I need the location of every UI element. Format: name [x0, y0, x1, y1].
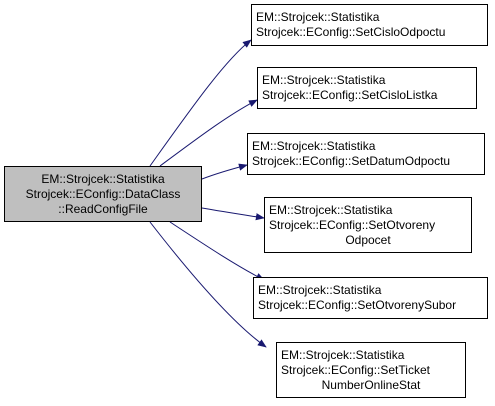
edge-to-set-ticket-number-online-stat	[149, 221, 267, 348]
node-line: Strojcek::EConfig::SetOtvorenySubor	[258, 298, 457, 312]
root-node-line: EM::Strojcek::Statistika	[41, 171, 165, 186]
node-line: EM::Strojcek::Statistika	[258, 283, 382, 297]
node-line: Strojcek::EConfig::SetTicket	[281, 362, 430, 377]
node-line: Strojcek::EConfig::SetDatumOdpoctu	[252, 154, 451, 168]
root-node-read-config-file[interactable]: EM::Strojcek::Statistika Strojcek::EConf…	[4, 166, 202, 222]
node-line: Strojcek::EConfig::SetOtvoreny	[269, 217, 436, 232]
node-line: EM::Strojcek::Statistika	[262, 73, 386, 87]
edge-to-set-cislo-odpoctu	[149, 39, 252, 167]
root-node-line: ::ReadConfigFile	[58, 201, 148, 216]
node-line: Strojcek::EConfig::SetCisloOdpoctu	[256, 25, 446, 39]
node-line: NumberOnlineStat	[321, 377, 421, 392]
node-line: Odpocet	[345, 232, 391, 247]
node-line: EM::Strojcek::Statistika	[281, 347, 405, 362]
node-line: EM::Strojcek::Statistika	[252, 139, 376, 153]
node-set-ticket-number-online-stat[interactable]: EM::Strojcek::Statistika Strojcek::EConf…	[276, 342, 466, 398]
edge-to-set-otvoreny-subor	[169, 221, 265, 281]
node-line: EM::Strojcek::Statistika	[256, 10, 380, 24]
edge-to-set-cislo-listka	[159, 99, 258, 167]
node-line: Strojcek::EConfig::SetCisloListka	[262, 88, 438, 102]
node-set-cislo-odpoctu[interactable]: EM::Strojcek::Statistika Strojcek::EConf…	[251, 4, 488, 46]
node-line: EM::Strojcek::Statistika	[269, 202, 393, 217]
edge-to-set-datum-odpoctu	[201, 163, 248, 180]
node-set-datum-odpoctu[interactable]: EM::Strojcek::Statistika Strojcek::EConf…	[247, 133, 485, 175]
node-set-otvoreny-odpocet[interactable]: EM::Strojcek::Statistika Strojcek::EConf…	[264, 197, 472, 253]
edge-to-set-otvoreny-odpocet	[201, 207, 265, 221]
root-node-line: Strojcek::EConfig::DataClass	[25, 186, 181, 201]
node-set-cislo-listka[interactable]: EM::Strojcek::Statistika Strojcek::EConf…	[257, 67, 477, 109]
node-set-otvoreny-subor[interactable]: EM::Strojcek::Statistika Strojcek::EConf…	[253, 277, 488, 319]
